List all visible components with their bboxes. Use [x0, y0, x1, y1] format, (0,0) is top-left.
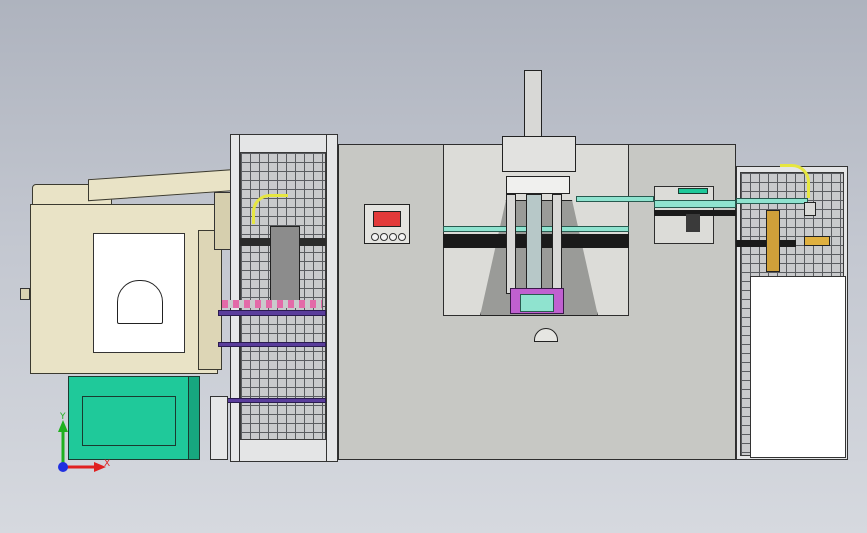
shelf-1	[218, 310, 326, 316]
hmi-panel[interactable]	[364, 204, 410, 244]
lathe-machine	[18, 168, 240, 465]
left-guard-post-right	[326, 134, 338, 462]
transfer-rail-upper	[576, 196, 654, 202]
spindle	[526, 194, 542, 290]
triad-x-label: X	[104, 459, 111, 469]
fixture-center	[520, 294, 554, 312]
lathe-base	[68, 376, 190, 460]
hmi-button-1[interactable]	[371, 233, 379, 241]
triad-x-arrow	[94, 462, 106, 472]
coordinate-triad	[58, 420, 106, 472]
right-window-block	[686, 214, 700, 232]
right-cell-rail	[736, 198, 808, 204]
workpiece-row	[222, 300, 322, 308]
cell-cable	[252, 194, 288, 224]
right-cell-gripper	[766, 210, 780, 272]
right-window-beam	[654, 210, 736, 216]
cell-gripper	[270, 226, 300, 306]
right-window-rail	[654, 200, 736, 208]
right-cabinet	[750, 276, 846, 458]
right-cell-sensor	[804, 202, 816, 216]
lathe-base-shadow	[188, 376, 200, 460]
lathe-door-arch	[117, 280, 163, 324]
lathe-base-door	[82, 396, 176, 446]
hmi-button-4[interactable]	[398, 233, 406, 241]
shelf-3	[218, 398, 326, 403]
lathe-cover-side	[198, 230, 222, 370]
triad-origin	[58, 462, 68, 472]
column-cap	[502, 136, 576, 172]
shelf-2	[218, 342, 326, 347]
right-window-green	[678, 188, 708, 194]
column-slide	[506, 176, 570, 194]
hmi-button-3[interactable]	[389, 233, 397, 241]
spindle-guide-right	[552, 194, 562, 294]
triad-y-label: Y	[60, 412, 66, 422]
hmi-screen[interactable]	[373, 211, 401, 227]
left-guard-foot	[210, 396, 228, 460]
triad-y-arrow	[58, 420, 68, 432]
left-guard-post-left	[230, 134, 240, 462]
right-cell-bracket	[804, 236, 830, 246]
right-cell-cable	[780, 164, 810, 198]
spindle-guide-left	[506, 194, 516, 294]
column-mast	[524, 70, 542, 140]
hmi-button-2[interactable]	[380, 233, 388, 241]
lathe-knob	[20, 288, 30, 300]
